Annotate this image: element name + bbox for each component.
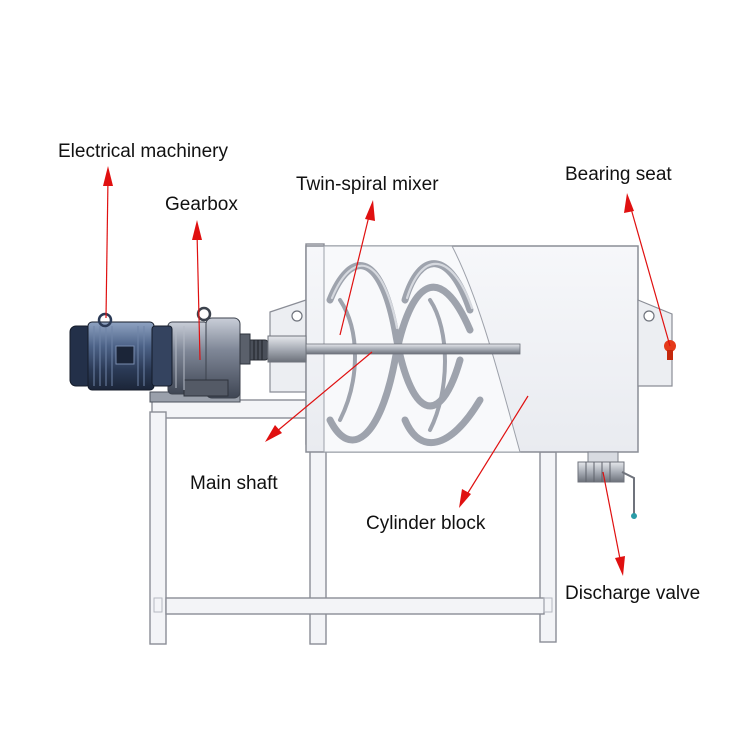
label-electrical-machinery: Electrical machinery [58,141,228,162]
top-rail-left [151,399,313,419]
valve-handle-knob [631,513,637,519]
valve-lever [621,471,635,514]
electric-motor [69,312,173,391]
arrowhead-bearing-seat [624,193,634,213]
arrow-bearing-seat [629,204,671,347]
front-left-leg [149,411,167,645]
arrowhead-main-shaft [265,425,282,442]
arrowhead-cylinder-block [459,489,471,508]
annotation-arrows [103,166,671,576]
arrow-gearbox [196,231,201,361]
arrow-twin-spiral-mixer [339,211,371,336]
label-cylinder-block: Cylinder block [366,513,486,534]
arrowhead-twin-spiral-mixer [365,200,375,221]
bottom-bolt-left [153,597,163,613]
motor-lifting-eye [97,312,113,328]
arrow-cylinder-block [465,395,529,497]
gearbox-output-flange [239,333,251,365]
label-discharge-valve: Discharge valve [565,583,700,604]
left-bolt-hole [291,310,303,322]
bottom-bolt-right [543,597,553,613]
label-twin-spiral-mixer: Twin-spiral mixer [296,174,439,195]
label-main-shaft: Main shaft [190,473,278,494]
motor-flange [151,325,173,387]
gearbox-foot [183,379,229,397]
discharge-valve-unit [577,451,637,519]
arrowhead-discharge-valve [615,556,625,576]
bearing-grease-nipple [667,350,673,360]
arrow-main-shaft [275,351,373,433]
arrow-discharge-valve [602,471,622,565]
valve-flange-ribs [585,462,611,482]
label-gearbox: Gearbox [165,194,238,215]
shaft-bearing-housing [267,335,307,363]
valve-body [577,461,625,483]
bottom-rail [165,597,545,615]
arrowhead-gearbox [192,220,202,240]
motor-cooling-fins [93,326,145,386]
gearbox-lifting-eye [196,306,212,322]
motor-terminal-box [115,345,135,365]
ribbon-highlights [330,262,474,330]
gearbox-unit [149,306,251,403]
right-bolt-hole [643,310,655,322]
arrow-electrical-machinery [105,177,109,319]
label-bearing-seat: Bearing seat [565,164,672,185]
valve-neck [587,451,619,463]
arrowhead-electrical-machinery [103,166,113,186]
